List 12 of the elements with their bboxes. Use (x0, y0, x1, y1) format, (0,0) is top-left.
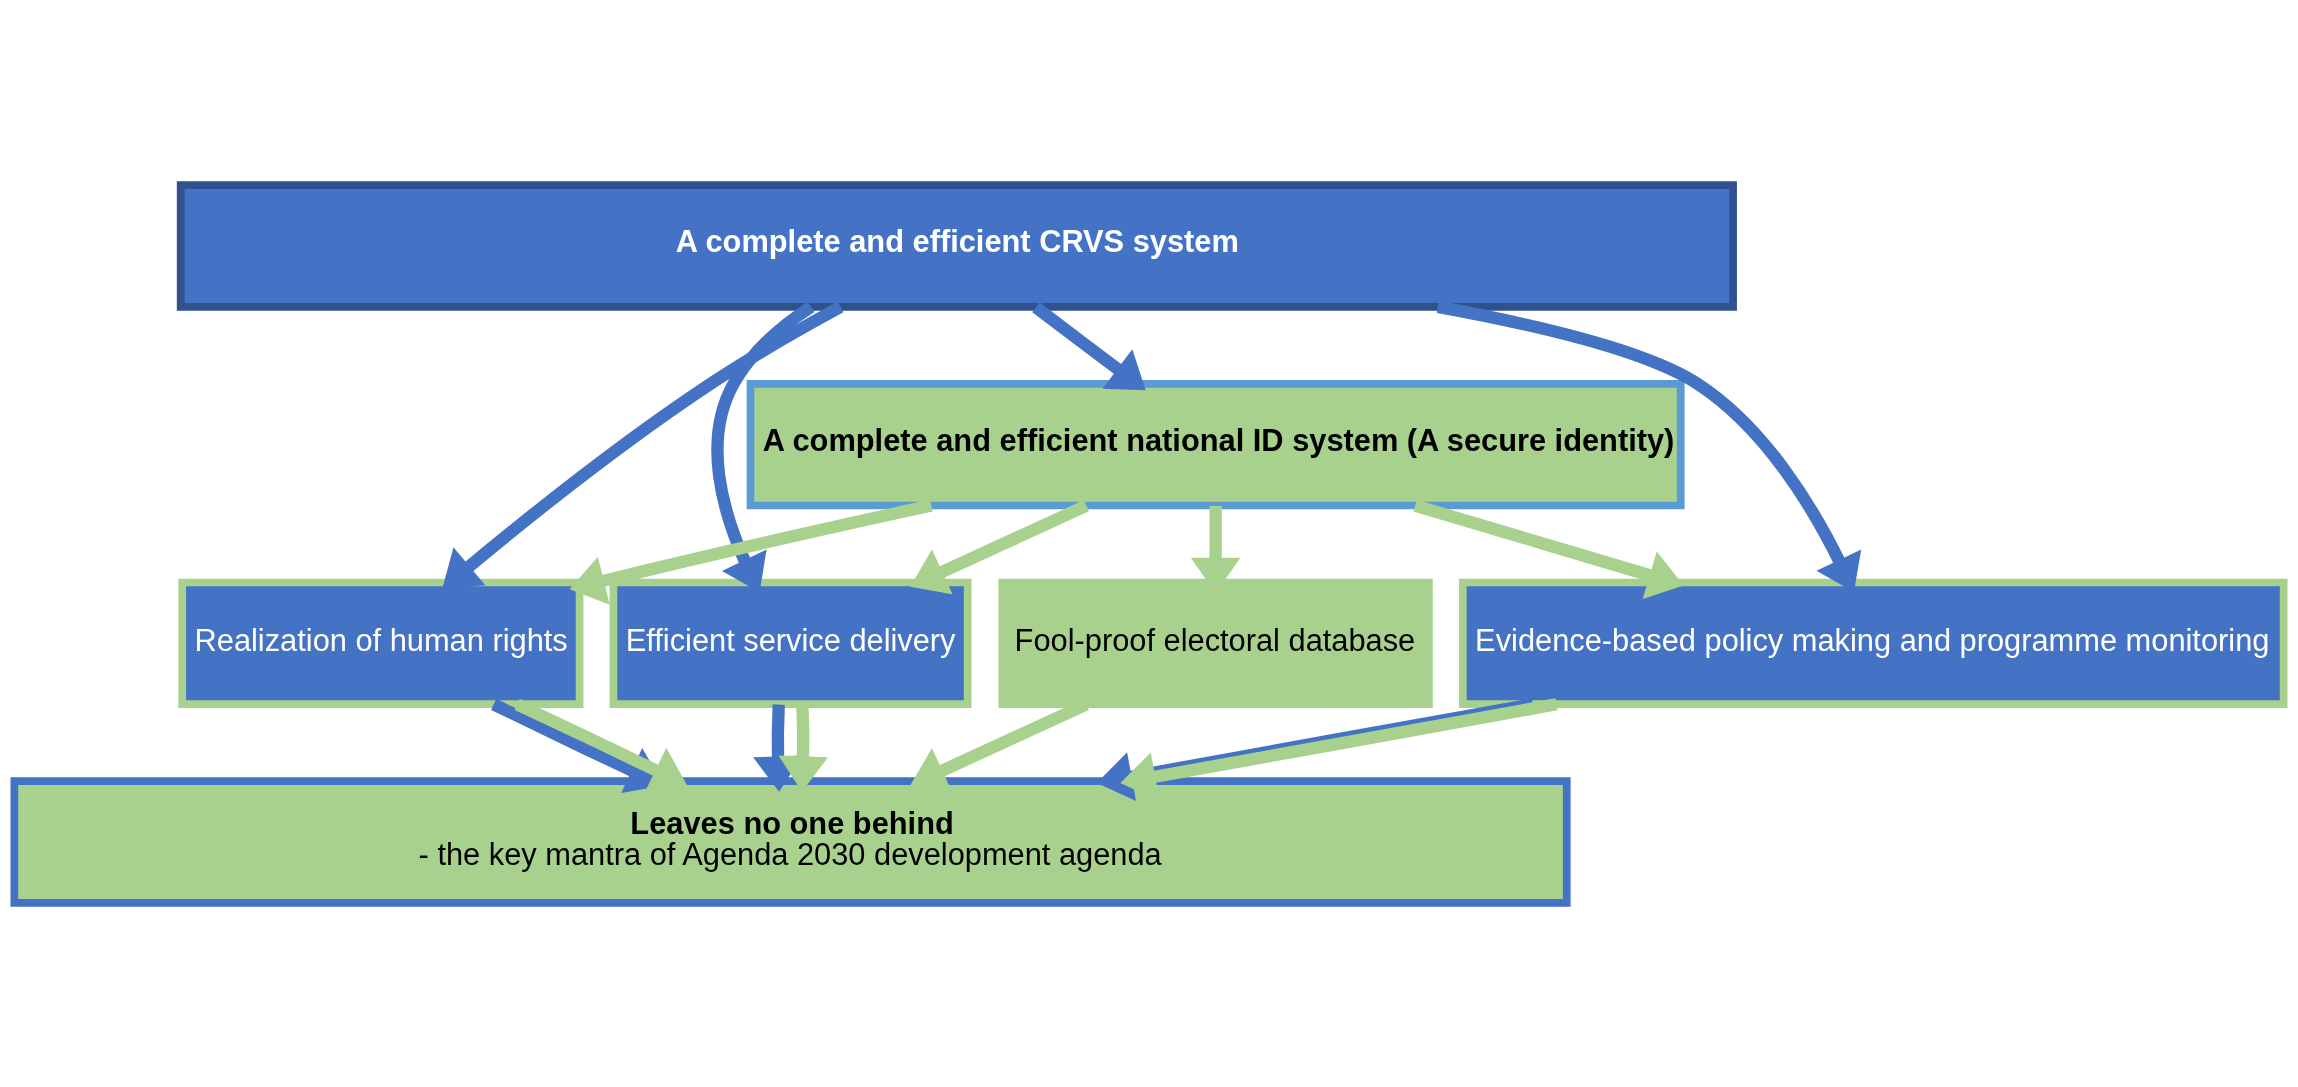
arrow (1413, 499, 1684, 599)
arrow (569, 499, 933, 605)
node-box: Fool-proof electoral database (998, 578, 1433, 708)
arrow (1032, 301, 1146, 390)
node-box: Realization of human rights (178, 578, 584, 708)
node-box: Leaves no one behind - the key mantra of Agenda 2030 development agenda (10, 776, 1571, 907)
node-box: A complete and efficient national ID system (A secure identity) (746, 379, 1685, 509)
arrow (442, 301, 844, 589)
node-box: Efficient service delivery (609, 578, 972, 708)
node-box: Evidence-based policy making and programme monitoring (1458, 578, 2288, 708)
node-box: A complete and efficient CRVS system (176, 180, 1737, 311)
arrow (910, 499, 1089, 594)
